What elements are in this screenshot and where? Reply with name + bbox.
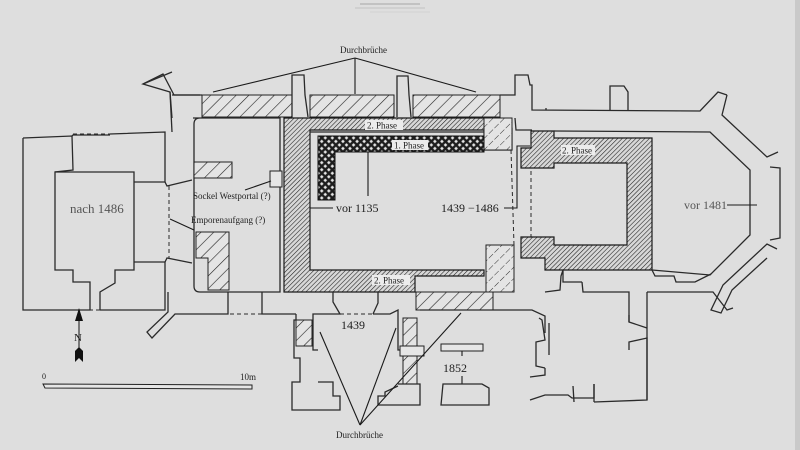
label-vor-1481: vor 1481 [684, 198, 727, 212]
block-1852-bottom [440, 383, 490, 406]
block-1852-top [440, 343, 484, 352]
scale-bar-line [42, 383, 253, 390]
label-vor-1135: vor 1135 [336, 201, 379, 215]
label-1439-1486: 1439 −1486 [441, 201, 499, 215]
label-phase-2-east: 2. Phase [562, 146, 592, 156]
west-annex [22, 131, 193, 311]
sockel-westportal-block [269, 170, 283, 188]
north-arrow: N [74, 308, 83, 362]
west-vestibule [141, 71, 296, 339]
choir-walls-phase-2 [520, 130, 653, 271]
label-durchbrueche-top: Durchbrüche [340, 45, 387, 55]
faint-header-marks [355, 3, 430, 13]
label-phase-2-top: 2. Phase [367, 121, 397, 131]
north-arrow-tail-icon [75, 347, 83, 362]
phase-2-label-bg-east [561, 145, 595, 155]
scale-bar: 0 10m [42, 372, 256, 390]
north-arrow-head-icon [75, 308, 83, 321]
nave-walls-phase-1 [317, 135, 485, 201]
nave: 2. Phase 1. Phase 2. Phase vor 1135 1439… [283, 117, 532, 293]
label-emporenaufgang: Emporenaufgang (?) [191, 215, 265, 225]
label-1852: 1852 [443, 361, 467, 375]
north-letter: N [74, 332, 82, 344]
page-edge [795, 0, 800, 450]
label-1439: 1439 [341, 318, 365, 332]
label-phase-2-bottom: 2. Phase [374, 276, 404, 286]
durchbrueche-top-annotation: Durchbrüche [212, 45, 477, 94]
label-nach-1486: nach 1486 [70, 201, 124, 216]
label-sockel-westportal: Sockel Westportal (?) [193, 191, 271, 201]
label-durchbrueche-bottom: Durchbrüche [336, 430, 383, 440]
south-annexes: 1439 Durchbrüche 1852 [291, 269, 734, 440]
choir: 2. Phase vor 1481 [520, 94, 781, 314]
phase-2-label-bg-bottom [372, 275, 410, 285]
scale-label-start: 0 [42, 372, 46, 381]
nave-ne-pier [483, 117, 513, 151]
label-phase-1: 1. Phase [394, 141, 424, 151]
nave-se-pier [485, 244, 515, 293]
north-wall [172, 74, 728, 131]
west-annotations: nach 1486 Sockel Westportal (?) Emporena… [70, 180, 272, 231]
emporen-stair-wall [195, 231, 230, 291]
phase-2-label-bg-top [365, 120, 403, 130]
phase-1-label-bg [392, 140, 428, 150]
scale-label-end: 10m [240, 372, 256, 382]
sockel-wall-north [193, 161, 233, 179]
